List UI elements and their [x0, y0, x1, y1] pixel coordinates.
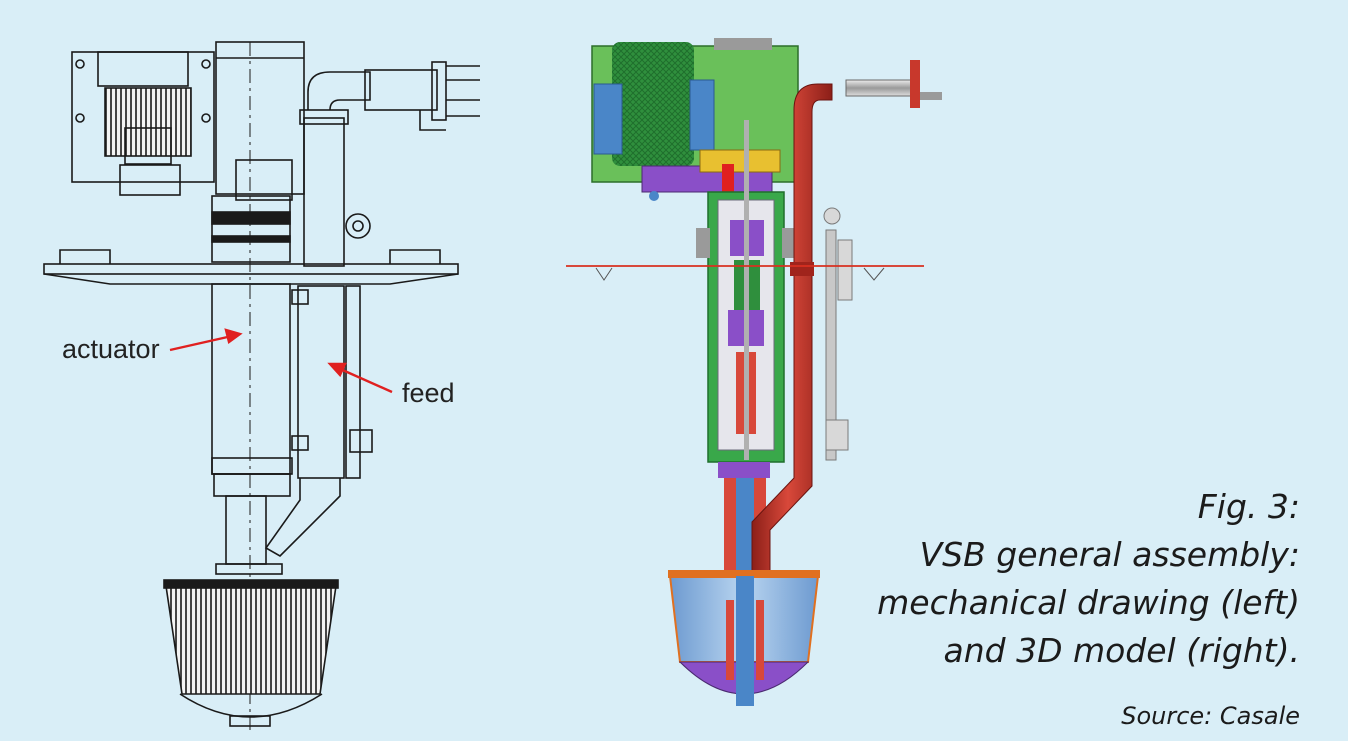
caption-line-1: VSB general assembly: [919, 535, 1300, 574]
feed-label: feed [402, 378, 455, 408]
3d-model [566, 38, 942, 706]
annotation-arrows [169, 328, 393, 394]
source-credit: Source: Casale [1121, 702, 1300, 730]
feed-pipe [297, 285, 345, 479]
figure-number: Fig. 3: [1197, 487, 1300, 526]
strainer-basket [165, 585, 337, 695]
caption-line-2: mechanical drawing (left) [877, 583, 1300, 622]
mechanical-drawing [43, 41, 480, 730]
actuator-arrow [169, 334, 233, 352]
actuator-column [211, 283, 291, 475]
caption-line-3: and 3D model (right). [943, 631, 1301, 670]
base-plate [43, 263, 459, 275]
actuator-label: actuator [62, 334, 160, 364]
motor-housing [612, 42, 694, 166]
feed-arrow [337, 366, 393, 394]
feed-pipe-3d [751, 83, 833, 579]
